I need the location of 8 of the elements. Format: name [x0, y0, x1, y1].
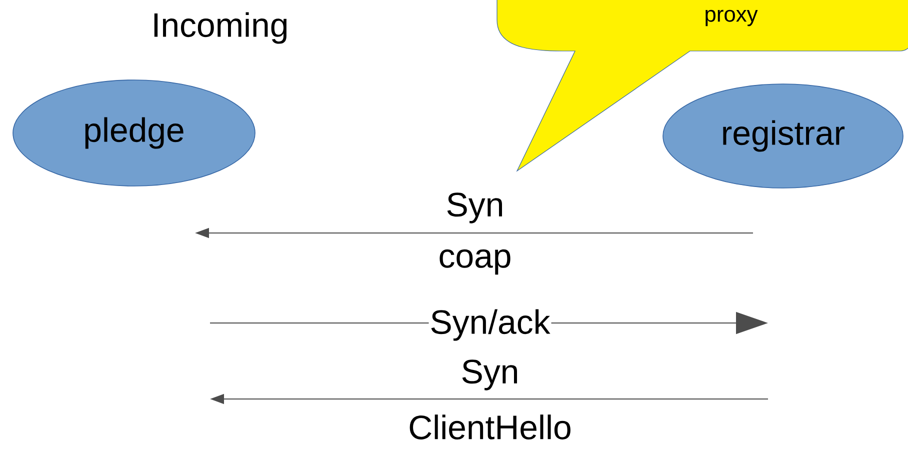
message-label: coap — [437, 248, 513, 276]
message-label: Syn/ack — [428, 308, 552, 342]
heading: Incoming — [154, 12, 287, 44]
ellipse-node: registrar — [662, 84, 904, 188]
message-label: Syn — [460, 358, 520, 392]
message-label: Syn — [444, 192, 506, 224]
ellipse-node: pledge — [12, 80, 256, 186]
message-label: ClientHello — [407, 414, 573, 440]
